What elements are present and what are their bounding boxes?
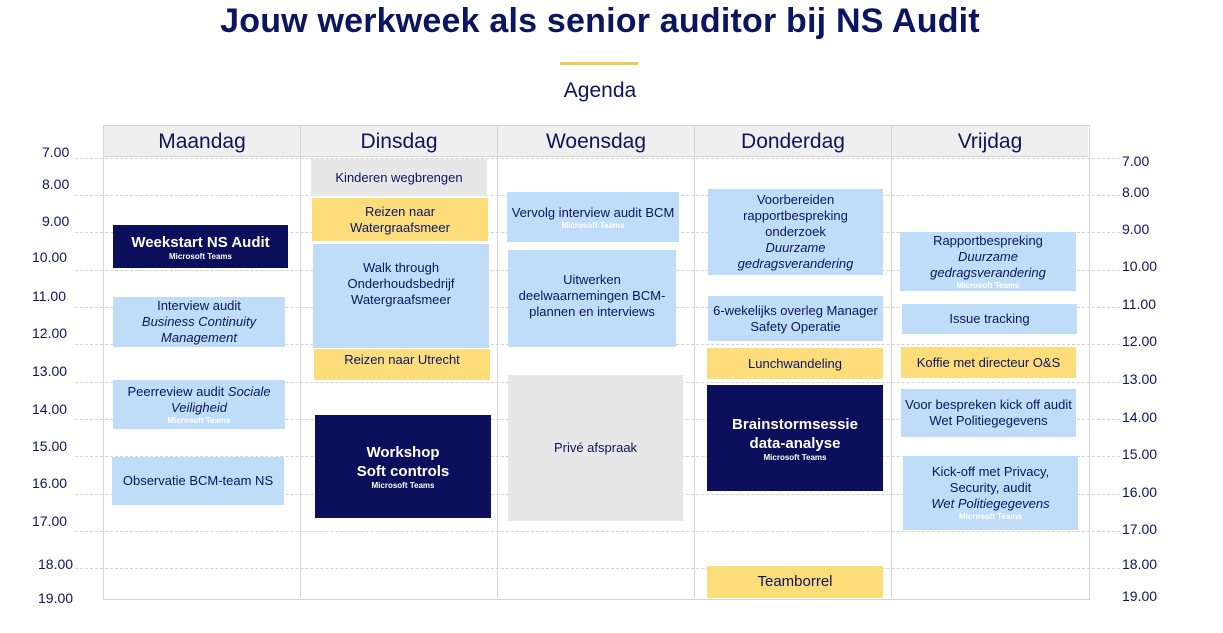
time-label-left: 19.00	[38, 590, 74, 606]
time-label-right: 12.00	[1122, 333, 1158, 349]
hour-line	[75, 568, 1120, 569]
column-divider	[694, 126, 695, 598]
time-label-right: 15.00	[1122, 446, 1158, 462]
time-label-left: 16.00	[32, 475, 68, 491]
day-header-dinsdag: Dinsdag	[301, 126, 498, 157]
time-label-left: 11.00	[32, 288, 66, 304]
event-title: Issue tracking	[949, 311, 1030, 326]
title-divider	[560, 62, 638, 65]
event-title: Kinderen wegbrengen	[335, 169, 463, 185]
event-title: Reizen naar Watergraafsmeer	[350, 203, 450, 235]
time-label-right: 7.00	[1122, 153, 1150, 169]
time-label-right: 9.00	[1122, 221, 1150, 237]
event-koffie-directeur[interactable]: Koffie met directeur O&S	[901, 347, 1076, 378]
event-title: 6-wekelijks overleg Manager Safety Opera…	[713, 302, 878, 334]
teams-tag: Microsoft Teams	[169, 251, 232, 261]
event-vervolg-interview[interactable]: Vervolg interview audit BCM Microsoft Te…	[507, 192, 679, 242]
teams-tag: Microsoft Teams	[956, 281, 1020, 290]
event-title: Voor bespreken kick off audit Wet Politi…	[905, 397, 1072, 428]
event-interview-bcm[interactable]: Interview audit Business Continuity Mana…	[113, 297, 285, 347]
column-divider	[497, 126, 498, 598]
event-topic: Wet Politiegegevens	[931, 496, 1050, 511]
time-label-left: 8.00	[42, 176, 70, 192]
event-title: Weekstart NS Audit	[131, 233, 270, 251]
time-label-right: 14.00	[1122, 409, 1158, 425]
time-label-right: 11.00	[1122, 296, 1156, 312]
event-reizen-watergraafsmeer[interactable]: Reizen naar Watergraafsmeer	[312, 198, 488, 241]
column-divider	[300, 126, 301, 598]
day-header-donderdag: Donderdag	[695, 126, 892, 157]
teams-tag: Microsoft Teams	[167, 416, 231, 425]
day-header-maandag: Maandag	[104, 126, 301, 157]
day-header-vrijdag: Vrijdag	[892, 126, 1088, 157]
hour-line	[75, 158, 1120, 159]
event-title: Uitwerken deelwaarnemingen BCM-plannen e…	[518, 272, 666, 319]
time-label-right: 18.00	[1122, 556, 1158, 572]
event-title: Teamborrel	[757, 573, 833, 590]
event-walk-through[interactable]: Walk through Onderhoudsbedrijf Watergraa…	[313, 244, 489, 348]
event-reizen-utrecht[interactable]: Reizen naar Utrecht	[314, 349, 490, 380]
time-label-left: 17.00	[32, 513, 68, 529]
time-label-right: 8.00	[1122, 184, 1150, 200]
event-title: Interview audit	[157, 298, 241, 313]
time-label-left: 10.00	[32, 249, 68, 265]
time-label-right: 19.00	[1122, 588, 1158, 604]
time-label-right: 13.00	[1122, 371, 1158, 387]
event-title: Rapportbespreking	[933, 233, 1043, 248]
event-observatie-bcm[interactable]: Observatie BCM-team NS	[112, 457, 284, 505]
event-peerreview[interactable]: Peerreview audit Sociale Veiligheid Micr…	[113, 380, 285, 429]
event-kinderen-wegbrengen[interactable]: Kinderen wegbrengen	[311, 159, 487, 196]
time-label-left: 7.00	[42, 144, 70, 160]
event-voorbereiden-rapport[interactable]: Voorbereiden rapportbespreking onderzoek…	[708, 189, 883, 275]
column-divider	[891, 126, 892, 598]
teams-tag: Microsoft Teams	[561, 220, 625, 230]
event-weekstart[interactable]: Weekstart NS Audit Microsoft Teams	[113, 225, 288, 268]
event-kickoff-privacy[interactable]: Kick-off met Privacy, Security, audit We…	[903, 456, 1078, 530]
event-workshop-soft-controls[interactable]: Workshop Soft controls Microsoft Teams	[315, 415, 491, 518]
event-lunchwandeling[interactable]: Lunchwandeling	[707, 348, 883, 379]
event-voor-bespreken-kickoff[interactable]: Voor bespreken kick off audit Wet Politi…	[901, 389, 1076, 437]
event-rapportbespreking[interactable]: Rapportbespreking Duurzame gedragsverand…	[900, 232, 1076, 291]
teams-tag: Microsoft Teams	[371, 481, 435, 490]
event-title: Lunchwandeling	[748, 355, 842, 371]
event-topic: Duurzame gedragsverandering	[737, 240, 854, 271]
event-topic: Duurzame gedragsverandering	[930, 249, 1046, 280]
hour-line	[75, 531, 1120, 532]
time-label-left: 13.00	[32, 363, 68, 379]
event-title: Peerreview audit Sociale Veiligheid	[127, 384, 271, 415]
event-title: Brainstormsessie	[732, 416, 858, 433]
day-header-woensdag: Woensdag	[498, 126, 695, 157]
page-subtitle: Agenda	[563, 79, 637, 102]
event-title: Walk through Onderhoudsbedrijf Watergraa…	[347, 260, 455, 307]
event-issue-tracking[interactable]: Issue tracking	[902, 304, 1077, 334]
time-label-left: 15.00	[32, 438, 68, 454]
event-title: Voorbereiden rapportbespreking onderzoek	[743, 192, 848, 239]
event-prive-afspraak[interactable]: Privé afspraak	[508, 375, 683, 521]
time-label-left: 9.00	[42, 213, 70, 229]
event-title: Observatie BCM-team NS	[122, 473, 274, 488]
time-label-left: 18.00	[38, 556, 74, 572]
time-label-right: 16.00	[1122, 484, 1158, 500]
event-topic: Business Continuity Management	[141, 314, 257, 345]
time-label-left: 12.00	[32, 325, 68, 341]
event-uitwerken[interactable]: Uitwerken deelwaarnemingen BCM-plannen e…	[508, 250, 676, 347]
teams-tag: Microsoft Teams	[959, 512, 1022, 521]
event-title: data-analyse	[749, 435, 841, 452]
event-title: Kick-off met Privacy, Security, audit	[931, 464, 1050, 495]
event-title: Soft controls	[356, 463, 450, 480]
teams-tag: Microsoft Teams	[763, 453, 827, 462]
time-label-right: 10.00	[1122, 258, 1158, 274]
event-title: Workshop	[366, 444, 440, 461]
event-overleg-safety[interactable]: 6-wekelijks overleg Manager Safety Opera…	[708, 296, 883, 341]
time-label-left: 14.00	[32, 401, 68, 417]
event-brainstormsessie[interactable]: Brainstormsessie data-analyse Microsoft …	[707, 385, 883, 491]
event-title: Privé afspraak	[553, 440, 638, 455]
page-title: Jouw werkweek als senior auditor bij NS …	[220, 2, 980, 40]
event-title: Koffie met directeur O&S	[916, 354, 1061, 370]
event-teamborrel[interactable]: Teamborrel	[707, 566, 883, 598]
event-title: Reizen naar Utrecht	[344, 352, 460, 367]
time-label-right: 17.00	[1122, 521, 1158, 537]
event-title: Vervolg interview audit BCM	[511, 204, 675, 220]
